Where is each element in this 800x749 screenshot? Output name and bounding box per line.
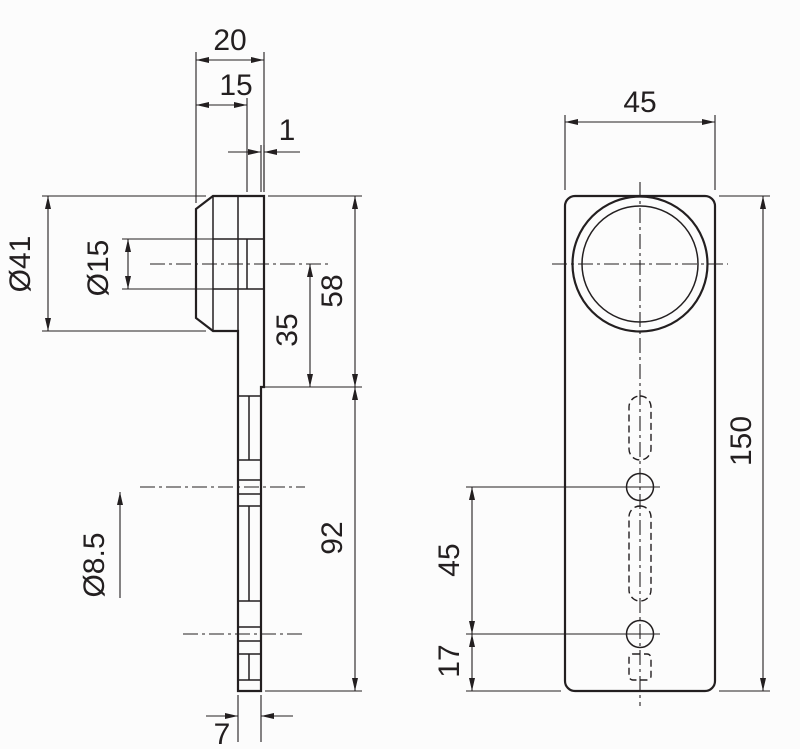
front-view-dimensions: 45 150 45 17	[433, 86, 770, 692]
side-view: 20 15 1 Ø41 Ø15 58	[4, 24, 362, 749]
side-profile-outline	[194, 194, 266, 693]
side-view-part-outline	[194, 194, 266, 693]
dim-head-depth-label: 20	[213, 24, 246, 57]
dim-plate-height-label: 150	[725, 416, 758, 466]
dim-hole-spacing-label: 45	[433, 543, 466, 576]
side-view-slot-edges	[238, 395, 261, 681]
dim-upper-length-label: 58	[316, 274, 349, 307]
dim-bottom-hole-offset-label: 17	[433, 644, 466, 677]
dim-lower-length-label: 92	[316, 521, 349, 554]
dim-bore-diameter-label: Ø15	[82, 240, 115, 297]
dim-plate-width-label: 45	[623, 86, 656, 119]
dim-center-to-step-label: 35	[271, 313, 304, 346]
front-view: 45 150 45 17	[433, 86, 770, 706]
dim-hole-diameter-label: Ø8.5	[78, 532, 111, 597]
side-view-centerlines	[140, 263, 330, 635]
side-view-dimensions: 20 15 1 Ø41 Ø15 58	[4, 24, 362, 749]
dim-barrel-length-label: 15	[219, 69, 252, 102]
dim-plate-thickness-label: 7	[214, 718, 231, 749]
dim-front-offset-label: 1	[279, 114, 296, 147]
dim-barrel-diameter-label: Ø41	[4, 236, 37, 293]
front-view-centerlines	[552, 182, 728, 706]
